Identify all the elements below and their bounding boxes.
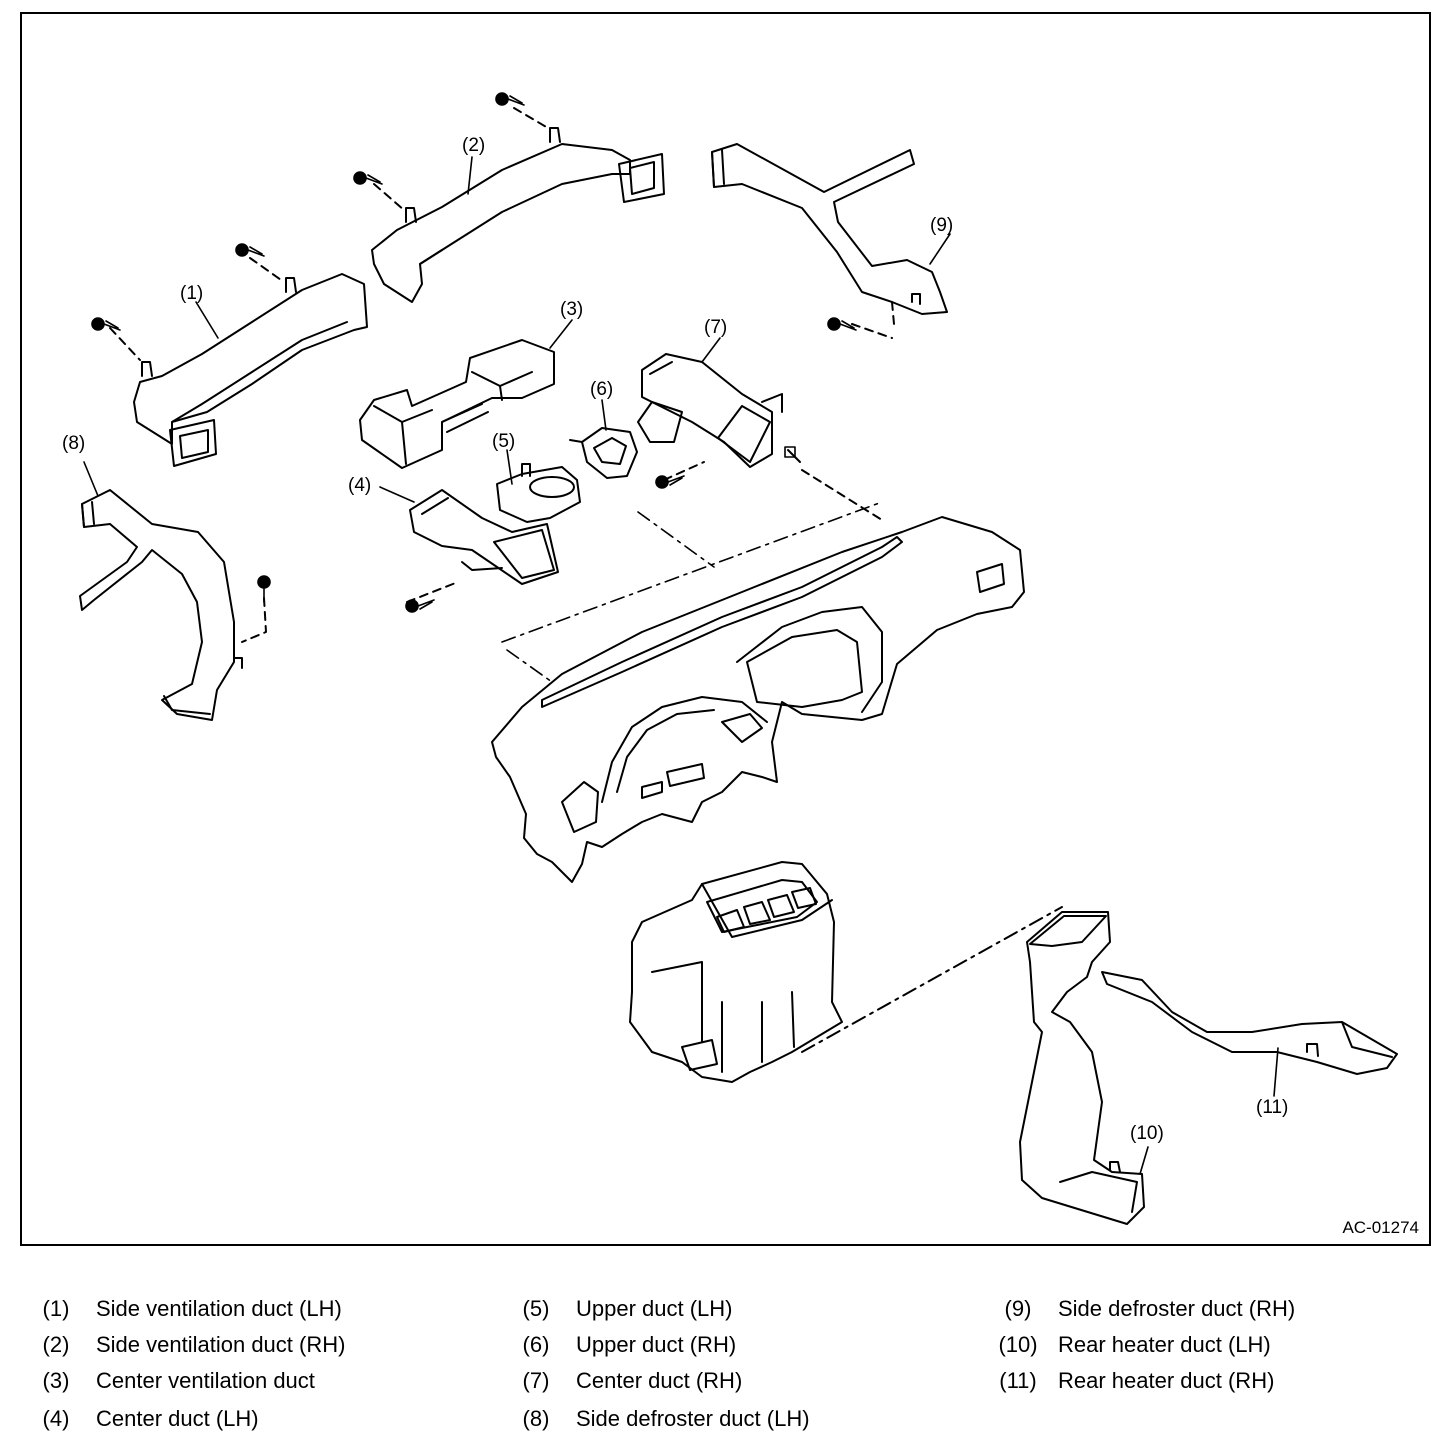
part-center-duct-rh <box>637 353 883 521</box>
callout-2: (2) <box>462 135 486 156</box>
legend-number: (11) <box>999 1368 1037 1393</box>
part-rear-heater-duct-lh <box>1019 911 1145 1225</box>
callout-4: (4) <box>348 475 372 496</box>
part-center-duct-lh <box>406 489 559 603</box>
fastener-bolts <box>91 92 857 613</box>
part-side-defroster-duct-rh <box>711 143 948 339</box>
part-heater-unit <box>629 861 1063 1083</box>
callout-6: (6) <box>590 379 614 400</box>
legend-number: (7) <box>522 1368 550 1393</box>
legend-number: (10) <box>998 1332 1038 1357</box>
legend-number: (1) <box>42 1296 70 1321</box>
callout-11: (11) <box>1256 1097 1289 1118</box>
part-side-ventilation-duct-lh <box>109 257 368 467</box>
legend-number: (2) <box>42 1332 70 1357</box>
callout-leader-lines <box>83 156 1279 1175</box>
part-instrument-panel <box>491 516 1025 883</box>
alignment-chain-lines <box>501 501 883 683</box>
callout-7: (7) <box>704 317 728 338</box>
callout-1: (1) <box>180 283 204 304</box>
part-upper-duct-lh <box>496 463 581 523</box>
legend-text: Side ventilation duct (LH) <box>96 1296 342 1321</box>
legend-number: (4) <box>42 1406 70 1431</box>
legend-text: Center ventilation duct <box>96 1368 315 1393</box>
part-center-ventilation-duct <box>359 339 555 469</box>
part-side-defroster-duct-lh <box>79 489 267 721</box>
parts-legend: (1) Side ventilation duct (LH) (2) Side … <box>0 1290 1456 1440</box>
legend-text: Rear heater duct (RH) <box>1058 1368 1275 1393</box>
callout-10: (10) <box>1130 1123 1164 1144</box>
legend-number: (6) <box>522 1332 550 1357</box>
part-rear-heater-duct-rh <box>1101 971 1398 1075</box>
legend-text: Center duct (LH) <box>96 1406 259 1431</box>
exploded-parts-drawing <box>79 92 1398 1225</box>
diagram-frame: (2) (1) (3) (7) (9) (6) (5) (8) (4) (11)… <box>20 12 1431 1246</box>
callout-5: (5) <box>492 431 516 452</box>
callout-8: (8) <box>62 433 86 454</box>
part-upper-duct-rh <box>569 427 638 479</box>
legend-number: (3) <box>42 1368 70 1393</box>
legend-number: (5) <box>522 1296 550 1321</box>
legend-text: Side ventilation duct (RH) <box>96 1332 346 1357</box>
callout-3: (3) <box>560 299 584 320</box>
part-side-ventilation-duct-rh <box>371 107 665 303</box>
callout-9: (9) <box>930 215 954 236</box>
figure-code: AC-01274 <box>1342 1218 1419 1237</box>
legend-text: Rear heater duct (LH) <box>1058 1332 1271 1357</box>
legend-text: Side defroster duct (RH) <box>1058 1296 1296 1321</box>
legend-text: Side defroster duct (LH) <box>576 1406 810 1431</box>
legend-text: Center duct (RH) <box>576 1368 743 1393</box>
legend-number: (8) <box>522 1406 550 1431</box>
legend-text: Upper duct (RH) <box>576 1332 737 1357</box>
legend-text: Upper duct (LH) <box>576 1296 733 1321</box>
legend-number: (9) <box>1004 1296 1032 1321</box>
